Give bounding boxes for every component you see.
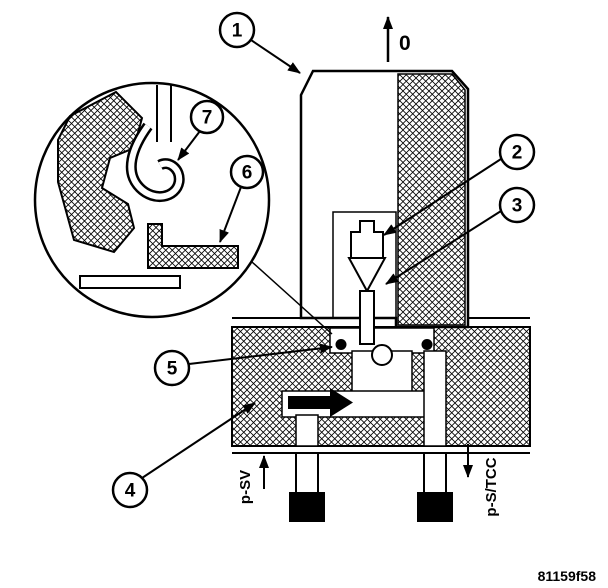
callout-7-leader <box>177 130 201 161</box>
callout-1-circle <box>218 11 256 49</box>
bottom-port-labels: p-SV p-S/TCC <box>237 444 500 517</box>
seal-ring-left <box>335 339 347 350</box>
callout-1-leader <box>250 39 301 74</box>
top-port: 0 <box>383 16 411 62</box>
callout-2-leader <box>383 158 502 236</box>
mounting-plate <box>232 317 530 328</box>
callouts: 1 2 3 5 4 <box>111 11 536 509</box>
callout-6-leader <box>219 186 242 243</box>
callout-3-leader <box>385 210 502 285</box>
detail-reference-line <box>251 261 333 335</box>
left-vertical-channel <box>295 414 319 447</box>
callout-2-number: 2 <box>512 143 523 164</box>
output-port-label: p-S/TCC <box>483 457 500 516</box>
callout-4-number: 4 <box>125 481 136 502</box>
flow-direction-arrow <box>288 388 353 417</box>
check-ball <box>371 344 393 366</box>
callout-6-circle <box>229 154 265 190</box>
valve-housing-block <box>231 326 531 522</box>
callout-4-leader <box>141 402 256 479</box>
detail-housing-section <box>57 90 144 254</box>
seal-lip-body <box>128 124 183 200</box>
callout-5-number: 5 <box>167 359 178 380</box>
output-port-block <box>417 492 453 522</box>
seal-retainer-washer <box>147 223 239 269</box>
callout-3-number: 3 <box>512 196 523 217</box>
right-vertical-channel <box>423 350 447 447</box>
callout-1-number: 1 <box>232 21 243 42</box>
supply-port-label: p-SV <box>237 470 254 504</box>
top-port-label: 0 <box>399 32 411 55</box>
seal-ring-right <box>421 339 433 350</box>
callout-4-circle <box>111 471 149 509</box>
callout-5-leader <box>188 343 333 365</box>
figure-reference: 81159f58 <box>538 568 597 584</box>
valve-needle-seat <box>347 257 387 294</box>
callout-7-circle <box>189 99 225 135</box>
callout-6-number: 6 <box>242 163 253 184</box>
callout-3-circle <box>498 186 536 224</box>
supply-port-block <box>289 492 325 522</box>
callout-5-circle <box>153 349 191 387</box>
callout-7-number: 7 <box>202 108 213 129</box>
solenoid-valve-body <box>299 69 470 345</box>
valve-body-hatched-wall <box>397 73 466 326</box>
callout-2-circle <box>498 133 536 171</box>
valve-stem <box>359 290 375 345</box>
detail-base-plate <box>79 275 181 289</box>
magnified-detail-view: 7 6 <box>33 81 333 335</box>
